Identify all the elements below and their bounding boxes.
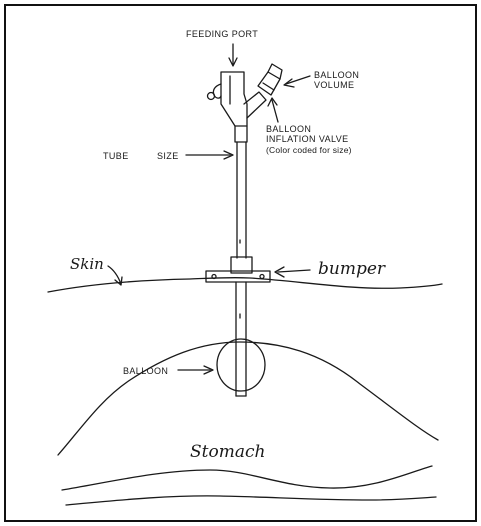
stomach-bottom-line (65, 495, 437, 506)
inflation-valve-arrowhead (267, 97, 278, 107)
inflation-valve-label-line2: INFLATION VALVE (266, 134, 349, 144)
tube-label: TUBE (103, 151, 129, 161)
skin-label: Skin (70, 255, 104, 273)
bumper-arrow (277, 269, 311, 273)
inflation-valve (257, 71, 281, 96)
valve-cap (267, 63, 283, 80)
bumper-hole-1 (211, 273, 217, 280)
valve-branch (243, 91, 267, 119)
bumper-disc (205, 270, 271, 283)
tube-connector (234, 125, 248, 143)
inflation-valve-label-line1: BALLOON (266, 124, 312, 134)
inflation-valve-label-line3: (Color coded for size) (266, 145, 352, 155)
bumper-label: bumper (318, 259, 386, 279)
stomach-outer-wall (57, 341, 439, 456)
balloon-shape (216, 338, 266, 392)
feeding-port-arrowhead (228, 57, 238, 67)
feeding-port (220, 71, 248, 127)
balloon-arrowhead (203, 365, 214, 375)
diagram-frame (4, 4, 477, 522)
balloon-volume-arrow (285, 75, 311, 85)
skin-arrowhead (114, 276, 123, 286)
bumper-arrowhead (274, 266, 285, 278)
balloon-volume-label-line2: VOLUME (314, 80, 355, 90)
plug-ring (206, 91, 216, 101)
balloon-label: BALLOON (123, 366, 169, 376)
size-label: SIZE (157, 151, 179, 161)
skin-arrow (107, 265, 122, 285)
size-arrowhead (223, 150, 234, 160)
stomach-lower-line (61, 465, 433, 491)
balloon-volume-arrowhead (283, 78, 295, 88)
bumper-hole-2 (259, 273, 265, 280)
stomach-label: Stomach (190, 442, 266, 462)
valve-stripe (262, 82, 275, 91)
feeding-port-label: FEEDING PORT (186, 29, 259, 39)
skin-line (47, 276, 443, 293)
inflation-valve-arrow (271, 99, 279, 123)
bumper-collar (230, 256, 253, 274)
balloon-volume-label-line1: BALLOON (314, 70, 360, 80)
